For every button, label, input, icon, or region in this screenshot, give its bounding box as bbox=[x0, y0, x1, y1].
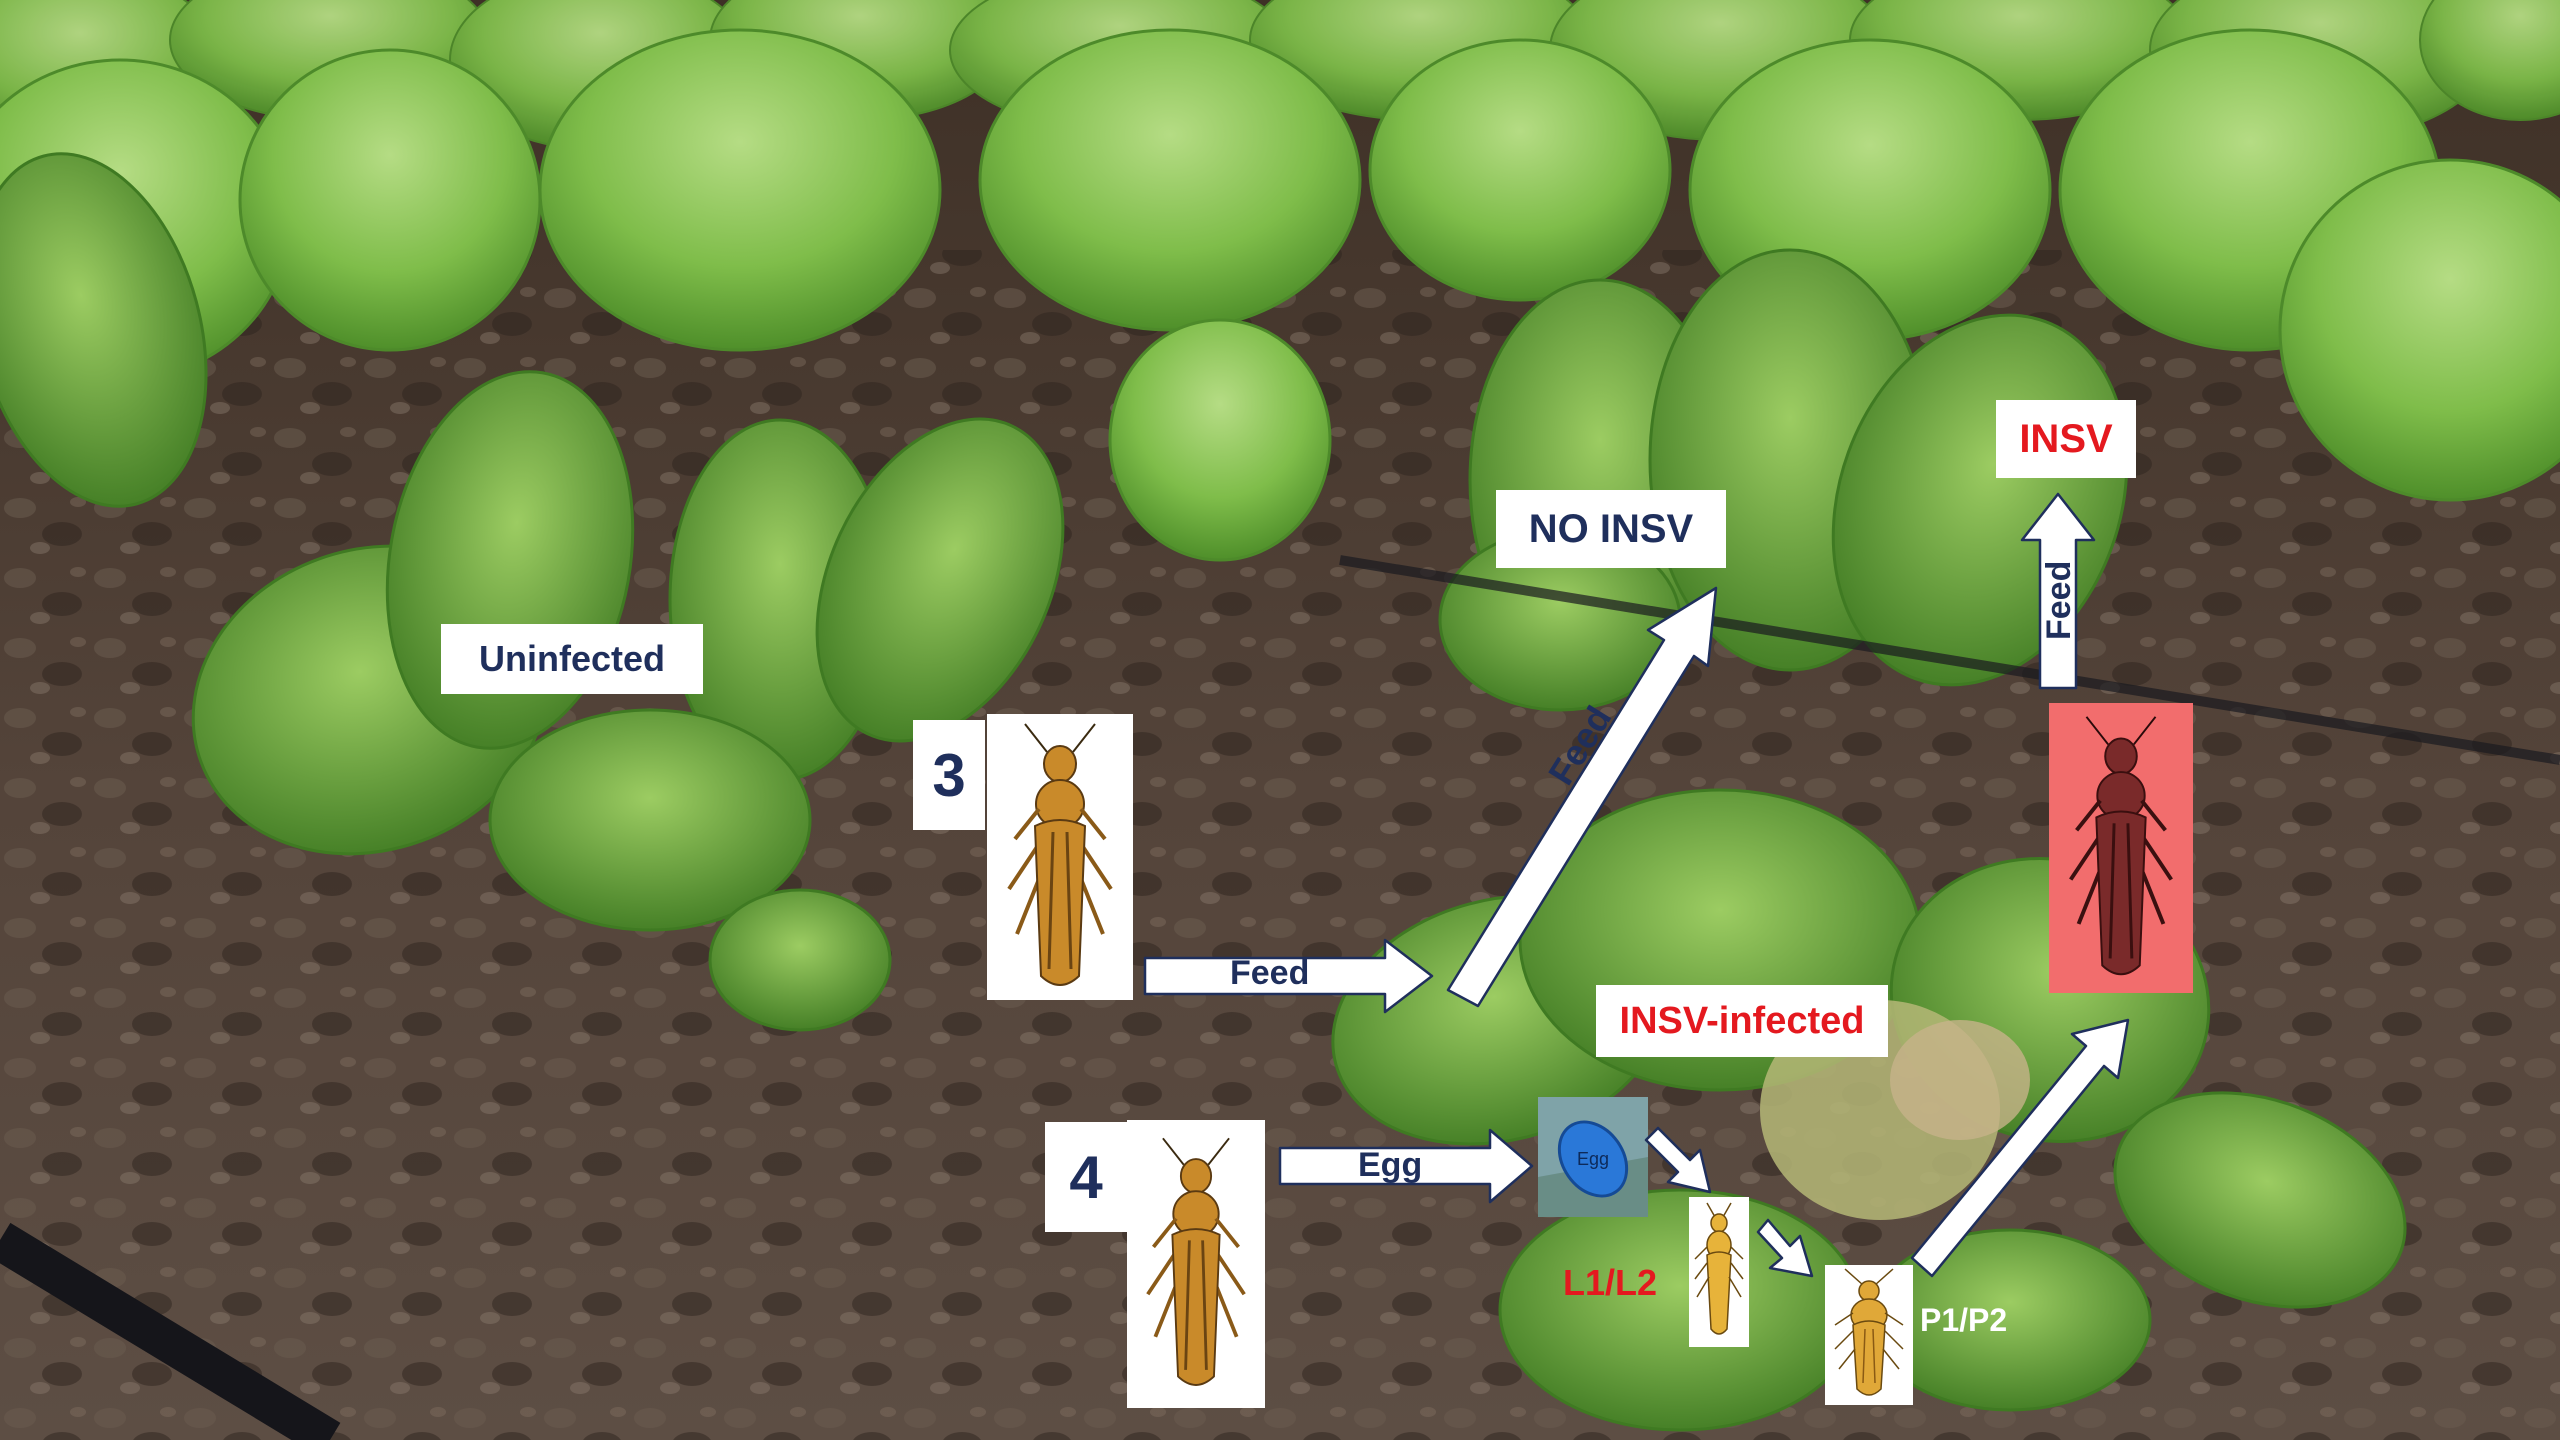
egg-label: Egg bbox=[1358, 1146, 1422, 1185]
egg-icon: Egg bbox=[1538, 1097, 1648, 1217]
feed-label-vertical: Feed bbox=[2040, 561, 2079, 640]
stage-number-4: 4 bbox=[1045, 1122, 1127, 1232]
larva-stage-label: L1/L2 bbox=[1563, 1262, 1657, 1304]
viruliferous-thrips-card bbox=[2049, 703, 2193, 993]
thrips-pupa-icon bbox=[1825, 1265, 1913, 1405]
pupa-card bbox=[1825, 1265, 1913, 1405]
insv-infected-label: INSV-infected bbox=[1596, 985, 1888, 1057]
larva-card bbox=[1689, 1197, 1749, 1347]
feed-label-horizontal: Feed bbox=[1230, 954, 1309, 993]
egg-card: Egg bbox=[1538, 1097, 1648, 1217]
thrips-adult-icon bbox=[1127, 1120, 1265, 1408]
thrips-adult-icon bbox=[987, 714, 1133, 1000]
stage-number-3: 3 bbox=[913, 720, 985, 830]
insv-label: INSV bbox=[1996, 400, 2136, 478]
thrips-larva-icon bbox=[1689, 1197, 1749, 1347]
pupa-stage-label: P1/P2 bbox=[1920, 1302, 2007, 1339]
no-insv-label: NO INSV bbox=[1496, 490, 1726, 568]
egg-icon-text: Egg bbox=[1577, 1149, 1609, 1169]
thrips-adult-icon bbox=[2049, 703, 2193, 993]
uninfected-label: Uninfected bbox=[441, 624, 703, 694]
adult-thrips-4-card bbox=[1127, 1120, 1265, 1408]
adult-thrips-3-card bbox=[987, 714, 1133, 1000]
